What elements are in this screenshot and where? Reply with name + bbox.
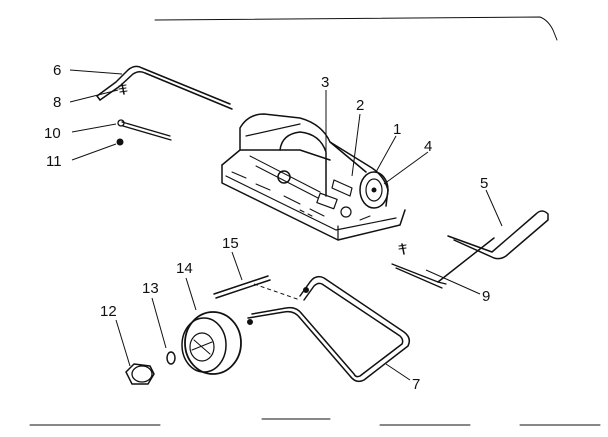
axle [213, 275, 301, 301]
nut [116, 138, 124, 146]
callout-12: 12 [100, 303, 117, 320]
hub-cap [125, 363, 155, 385]
heater-body [221, 113, 406, 241]
callout-10: 10 [44, 125, 61, 142]
callout-4: 4 [424, 138, 432, 155]
callout-15: 15 [222, 235, 239, 252]
callout-13: 13 [142, 280, 159, 297]
callout-14: 14 [176, 260, 193, 277]
callout-9: 9 [482, 288, 490, 305]
left-handle-bracket [96, 65, 233, 141]
wheel [181, 311, 242, 375]
retaining-ring [166, 351, 176, 365]
right-handle-bracket [391, 210, 549, 289]
callout-8: 8 [53, 94, 61, 111]
callout-5: 5 [480, 175, 488, 192]
leader-lines [69, 69, 503, 381]
washer [117, 119, 125, 127]
screw [118, 83, 128, 95]
callout-7: 7 [412, 376, 420, 393]
top-border-line [154, 16, 558, 41]
callout-3: 3 [321, 74, 329, 91]
callout-1: 1 [393, 121, 401, 138]
wheel-frame [247, 275, 411, 383]
callout-11: 11 [46, 153, 62, 170]
bottom-scan-artifact [29, 418, 601, 426]
callout-6: 6 [53, 62, 61, 79]
callout-2: 2 [356, 97, 364, 114]
screw-right [398, 243, 407, 255]
